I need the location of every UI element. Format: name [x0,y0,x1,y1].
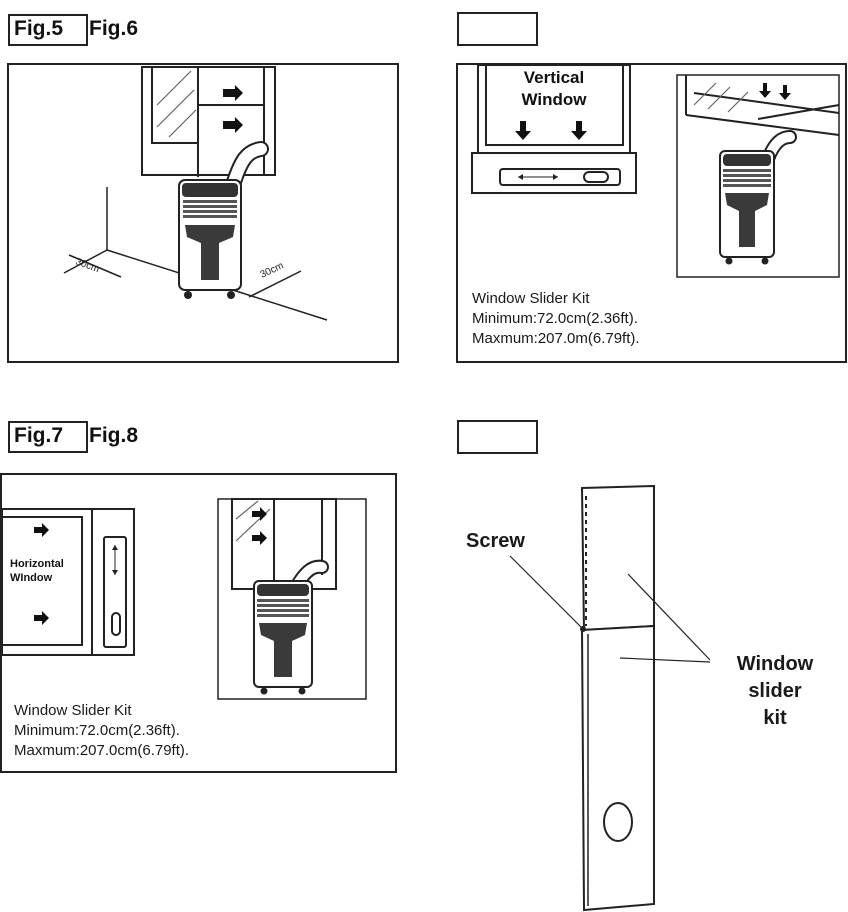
fig6-window-title-1: Vertical [524,68,585,87]
fig6-kit-title: Window Slider Kit [472,290,590,307]
fig5-label-box [8,14,88,46]
fig5-illustration: 30cm 30cm [63,66,328,321]
fig6-illustration: Vertical Window [471,65,840,278]
fig7-label-box [8,421,88,453]
slider-kit-upper-panel [580,484,655,632]
portable-ac-unit [253,580,313,695]
fig7-illustration: Horizontal WIndow [2,498,367,700]
fig6-kit-minimum: Minimum:72.0cm(2.36ft). [472,310,638,327]
fig7-panel: Horizontal WIndow [0,473,397,773]
fig7-kit-title: Window Slider Kit [14,702,132,719]
fig7-window-title-1: Horizontal [10,558,64,570]
fig6-window-title-2: Window [522,90,588,109]
down-arrow-icon [779,85,791,100]
fig5-label: Fig.5 [14,17,64,40]
fig8-label: Fig.8 [89,424,139,447]
slider-kit-lower-panel [580,624,655,912]
down-arrow-icon [759,83,771,98]
fig5-dim-left: 30cm [74,256,101,275]
fig8-label-box [457,420,538,454]
down-arrow-icon [515,121,531,140]
portable-ac-unit [178,179,242,299]
window-arrow-icon [223,117,243,133]
fig5-dim-right: 30cm [259,260,286,280]
fig7-kit-minimum: Minimum:72.0cm(2.36ft). [14,722,180,739]
fig8-kit-label-3: kit [763,707,787,729]
fig6-label: Fig.6 [89,17,139,40]
fig8-screw-label: Screw [466,530,525,552]
screw-icon [580,626,586,632]
fig8-kit-label-1: Window [736,653,814,675]
fig5-panel: 30cm 30cm [7,63,399,363]
right-arrow-icon [252,507,267,521]
fig6-kit-maximum: Maxmum:207.0m(6.79ft). [472,330,640,347]
fig7-window-title-2: WIndow [10,572,53,584]
right-arrow-icon [34,611,49,625]
right-arrow-icon [252,531,267,545]
fig8-illustration [509,484,711,912]
fig6-label-box [457,12,538,46]
fig7-label: Fig.7 [14,424,64,447]
hose-hole [603,802,633,842]
window-arrow-icon [223,85,243,101]
right-arrow-icon [34,523,49,537]
down-arrow-icon [571,121,587,140]
portable-ac-unit [719,150,775,265]
fig8-kit-label-2: slider [748,680,802,702]
fig6-panel: Vertical Window [456,63,847,363]
fig7-kit-maximum: Maxmum:207.0cm(6.79ft). [14,742,190,759]
